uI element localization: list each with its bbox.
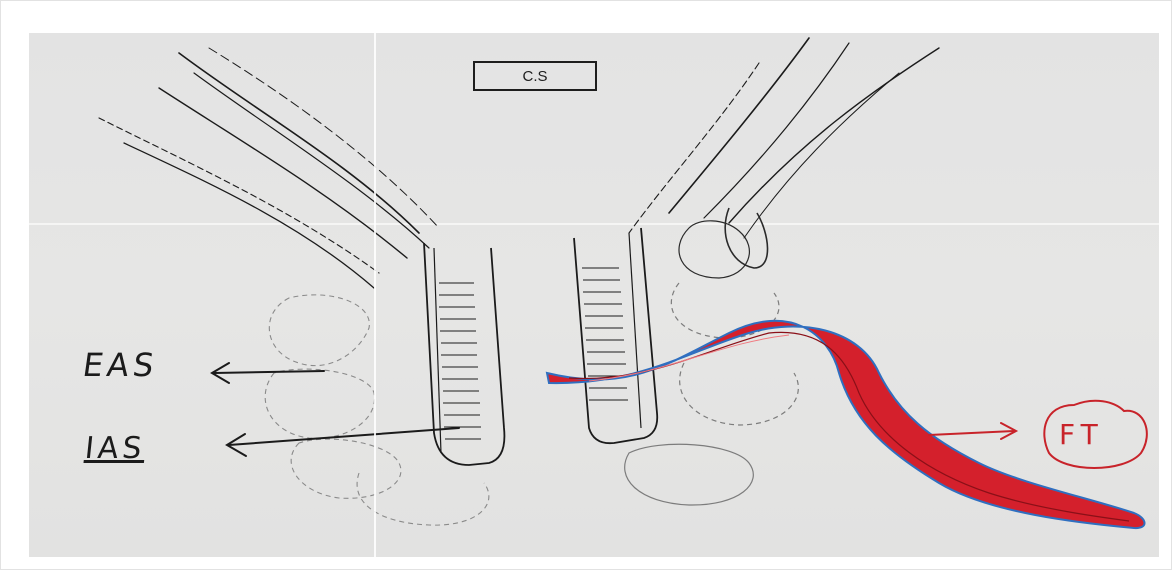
ft-label: FT [1059,418,1104,451]
left-levator-strokes [99,48,439,288]
right-levator-strokes [629,38,939,238]
left-internal-sphincter [424,243,504,465]
left-external-sphincter [265,295,489,525]
sketch-paper: C.S EAS IAS FT [29,33,1159,557]
ft-arrow [929,423,1016,439]
left-ias-hatching [439,283,481,439]
photo-seam-line [374,33,376,557]
anal-canal-sketch [29,33,1159,557]
cross-section-title: C.S [522,68,547,85]
right-external-sphincter [625,208,799,505]
ias-label: IAS [83,431,147,466]
cross-section-title-box: C.S [473,61,597,91]
eas-label: EAS [80,346,160,384]
ias-arrow [227,428,459,456]
eas-arrow [212,363,324,383]
right-internal-sphincter [574,228,657,443]
